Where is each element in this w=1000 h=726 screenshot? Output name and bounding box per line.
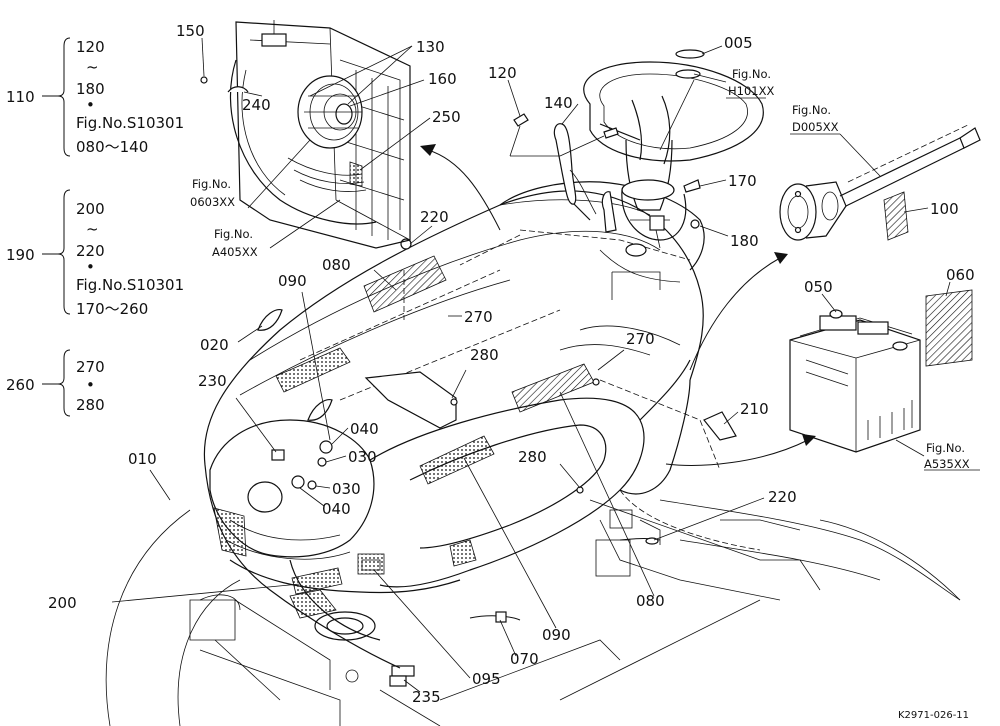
fig-ref-0603-code: 0603XX <box>190 195 235 209</box>
label-190: 190 <box>6 246 35 264</box>
label-100: 100 <box>930 200 959 218</box>
label-280-right: 280 <box>518 448 547 466</box>
label-270-upper: 270 <box>464 308 493 326</box>
leader-lines <box>111 37 980 693</box>
label-110: 110 <box>6 88 35 106</box>
fig-ref-0603-prefix: Fig.No. <box>192 177 231 191</box>
label-280-legend: 280 <box>76 396 105 414</box>
label-200-front: 200 <box>48 594 77 612</box>
steering-shaft <box>779 123 981 241</box>
label-230: 230 <box>198 372 227 390</box>
label-250: 250 <box>432 108 461 126</box>
label-210: 210 <box>740 400 769 418</box>
decal-080-upper <box>363 255 447 313</box>
label-220-legend: 220 <box>76 242 105 260</box>
part-labels: 150 130 160 240 250 220 080 270 090 020 … <box>48 22 975 706</box>
horn-cap-005 <box>675 49 705 59</box>
label-080-lower: 080 <box>636 592 665 610</box>
chassis-frame <box>105 499 961 726</box>
legend-dot-3: • <box>86 376 95 394</box>
nut-030-upper <box>317 457 327 467</box>
label-235: 235 <box>412 688 441 706</box>
label-095: 095 <box>472 670 501 688</box>
label-160: 160 <box>428 70 457 88</box>
label-240: 240 <box>242 96 271 114</box>
decal-095 <box>357 553 385 575</box>
label-140: 140 <box>544 94 573 112</box>
label-050: 050 <box>804 278 833 296</box>
hardware <box>291 238 600 494</box>
legend-tilde-1: ~ <box>86 58 99 76</box>
label-170: 170 <box>728 172 757 190</box>
label-080-upper: 080 <box>322 256 351 274</box>
fig-ref-a405-code: A405XX <box>212 245 258 259</box>
label-180-legend: 180 <box>76 80 105 98</box>
label-030-lower: 030 <box>332 480 361 498</box>
battery-assembly <box>789 289 973 453</box>
decal-090-side <box>419 435 495 485</box>
label-150: 150 <box>176 22 205 40</box>
legend-tilde-2: ~ <box>86 220 99 238</box>
label-010: 010 <box>128 450 157 468</box>
label-030-upper: 030 <box>348 448 377 466</box>
fig-ref-a535-code: A535XX <box>924 457 970 471</box>
label-260: 260 <box>6 376 35 394</box>
washer-040-upper <box>319 440 333 454</box>
callout-arrows <box>420 144 816 466</box>
label-020: 020 <box>200 336 229 354</box>
fig-ref-d005-prefix: Fig.No. <box>792 103 831 117</box>
label-090-upper: 090 <box>278 272 307 290</box>
label-200-legend: 200 <box>76 200 105 218</box>
label-060 <box>925 289 973 367</box>
legend-group-110: 110 120 ~ 180 • Fig.No.S10301 080～140 <box>6 37 184 157</box>
fig-references: Fig.No. H101XX Fig.No. D005XX Fig.No. 06… <box>190 67 970 471</box>
fig-ref-d005-code: D005XX <box>792 120 839 134</box>
lever-140 <box>553 123 577 205</box>
label-040-upper: 040 <box>350 420 379 438</box>
legend-range-110: 080～140 <box>76 138 148 156</box>
label-270-right: 270 <box>626 330 655 348</box>
washer-040-lower <box>291 475 305 489</box>
drawing-code: K2971-026-11 <box>898 710 969 721</box>
label-120-legend: 120 <box>76 38 105 56</box>
label-280-mid: 280 <box>470 346 499 364</box>
steering-assembly <box>509 49 764 300</box>
label-220-right: 220 <box>768 488 797 506</box>
fig-ref-a535-prefix: Fig.No. <box>926 441 965 455</box>
plate-280 <box>364 371 457 429</box>
radiator-shroud <box>227 20 411 320</box>
label-180-right: 180 <box>730 232 759 250</box>
legend-group-260: 260 270 • 280 <box>6 349 105 417</box>
hood-body <box>203 181 761 669</box>
label-090-lower: 090 <box>542 626 571 644</box>
label-270-legend: 270 <box>76 358 105 376</box>
fig-ref-h101-prefix: Fig.No. <box>732 67 771 81</box>
label-120-top: 120 <box>488 64 517 82</box>
label-220-top: 220 <box>420 208 449 226</box>
fig-ref-a405-prefix: Fig.No. <box>214 227 253 241</box>
legend-range-190: 170～260 <box>76 300 148 318</box>
label-005: 005 <box>724 34 753 52</box>
emblem-020 <box>257 309 283 331</box>
battery-050 <box>789 319 921 453</box>
decal-080-right <box>511 363 595 413</box>
legend-group-190: 190 200 ~ 220 • Fig.No.S10301 170～260 <box>6 189 184 318</box>
label-070: 070 <box>510 650 539 668</box>
label-040-lower: 040 <box>322 500 351 518</box>
fig-ref-h101-code: H101XX <box>728 84 774 98</box>
label-130: 130 <box>416 38 445 56</box>
emblem-210 <box>703 411 737 441</box>
coupler-100 <box>779 183 817 241</box>
nut-030-lower <box>307 480 317 490</box>
decal-200-front <box>291 567 343 595</box>
label-060: 060 <box>946 266 975 284</box>
legend-fig-190: Fig.No.S10301 <box>76 276 184 294</box>
decal-090-left <box>275 347 351 393</box>
legend-dot-2: • <box>86 258 95 276</box>
decals <box>257 255 737 595</box>
legend-dot-1: • <box>86 96 95 114</box>
legend-fig-110: Fig.No.S10301 <box>76 114 184 132</box>
